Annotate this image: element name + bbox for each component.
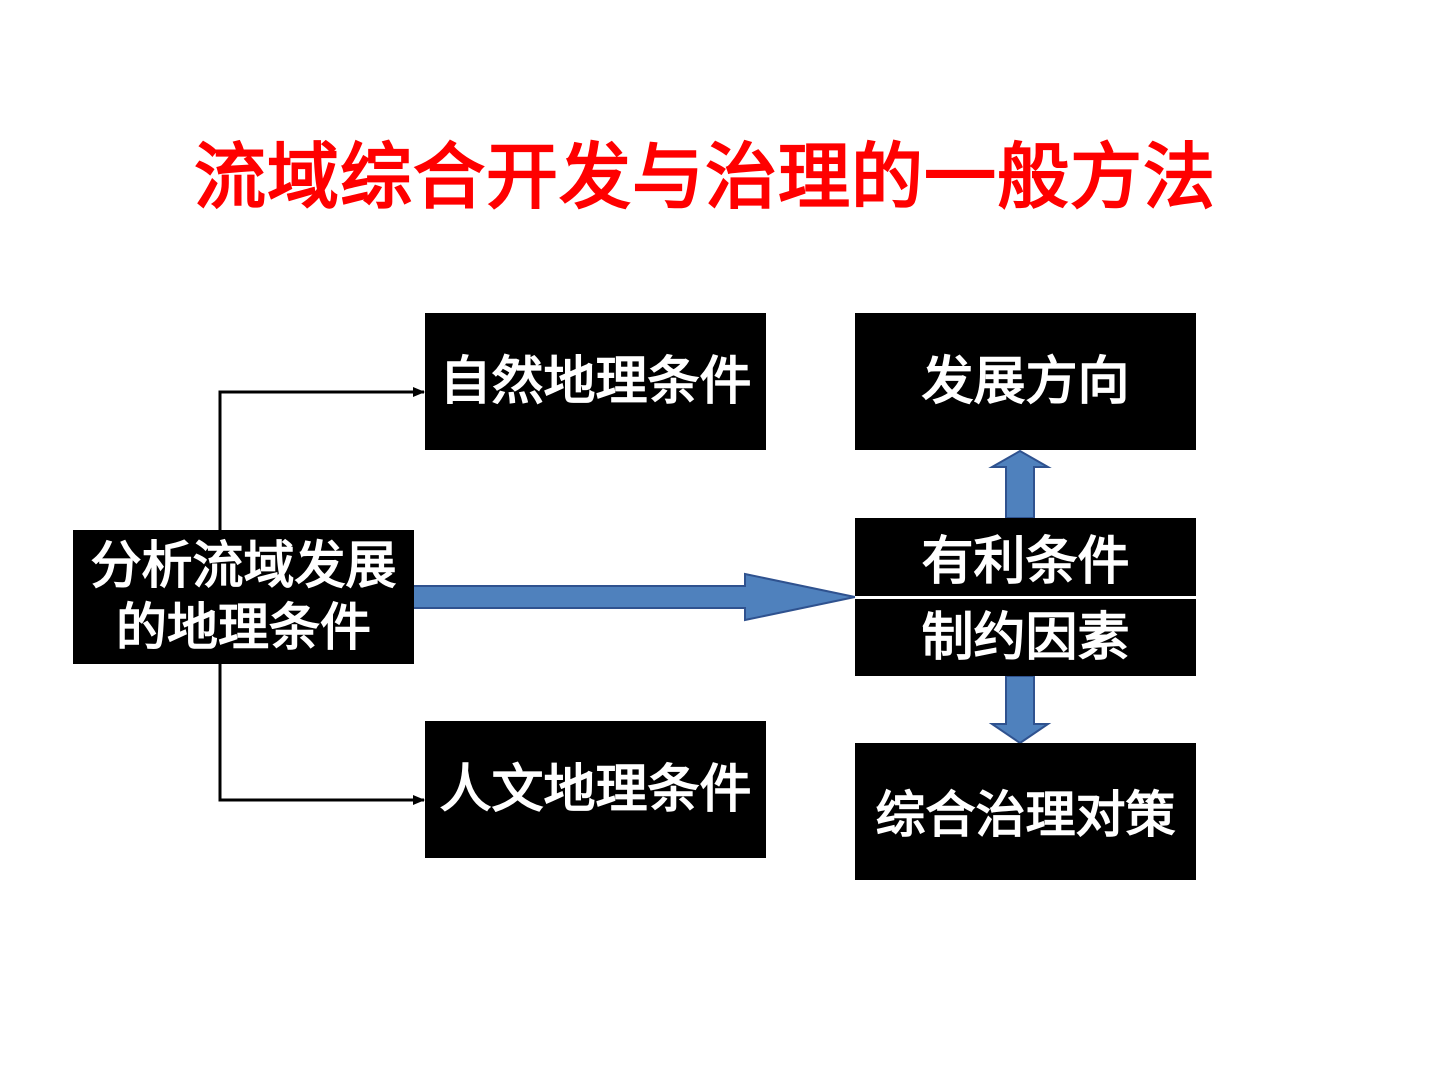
slide-title: 流域综合开发与治理的一般方法 [193, 135, 1216, 219]
human-conditions-box: 人文地理条件 [425, 721, 766, 858]
natural-conditions-box: 自然地理条件 [425, 313, 766, 450]
constraints-label: 制约因素 [921, 606, 1130, 668]
natural-conditions-label: 自然地理条件 [439, 350, 752, 412]
favorable-conditions-cell: 有利条件 [855, 518, 1196, 600]
human-conditions-label: 人文地理条件 [439, 758, 752, 820]
block-arrow-right [412, 572, 856, 622]
connector-to-human [218, 664, 425, 805]
divider-line [855, 596, 1196, 599]
development-direction-box: 发展方向 [855, 313, 1196, 450]
conditions-factors-box: 有利条件 制约因素 [855, 518, 1196, 676]
favorable-conditions-label: 有利条件 [921, 531, 1130, 593]
analysis-line-2: 的地理条件 [115, 598, 371, 658]
analysis-box: 分析流域发展 的地理条件 [73, 530, 414, 664]
countermeasures-box: 综合治理对策 [855, 743, 1196, 880]
block-arrow-down [988, 675, 1052, 745]
constraints-cell: 制约因素 [855, 599, 1196, 676]
connector-to-natural [218, 387, 425, 530]
block-arrow-up [988, 449, 1052, 519]
analysis-line-1: 分析流域发展 [90, 535, 397, 596]
countermeasures-label: 综合治理对策 [875, 785, 1176, 844]
development-direction-label: 发展方向 [921, 350, 1130, 412]
